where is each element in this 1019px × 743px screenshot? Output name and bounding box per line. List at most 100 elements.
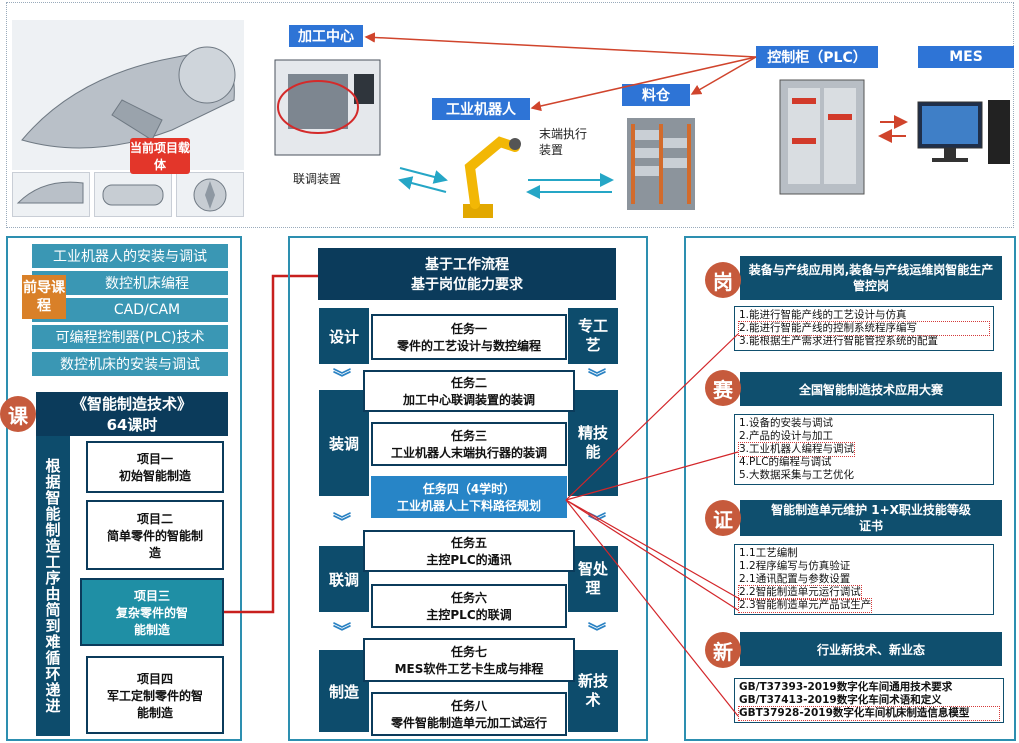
right-panel: [684, 236, 1016, 741]
task-5-name: 主控PLC的通讯: [426, 553, 512, 567]
contest-item-4: 4.PLC的编程与调试: [739, 456, 832, 468]
chevron-down-icon: ︾: [588, 622, 606, 643]
contest-item-3: 3.工业机器人编程与调试: [737, 442, 856, 457]
cert-item-3: 2.1通讯配置与参数设置: [739, 573, 851, 585]
mes-computer-image: [912, 92, 1016, 180]
project-4-name: 军工定制零件的智能制造: [106, 688, 203, 720]
project-4-title: 项目四: [136, 671, 173, 686]
workflow-header-line1: 基于工作流程: [425, 257, 509, 273]
new-tech-item-2: GB/T37413-2019数字化车间术语和定义: [739, 694, 942, 706]
task-4-title: 任务四（4学时）: [422, 482, 516, 496]
contest-item-2: 2.产品的设计与加工: [739, 430, 834, 442]
task-8-title: 任务八: [450, 699, 487, 713]
contest-items: 1.设备的安装与调试 2.产品的设计与加工 3.工业机器人编程与调试 4.PLC…: [734, 414, 994, 485]
task-7-title: 任务七: [450, 645, 487, 659]
carrier-part-image-2: [94, 172, 172, 217]
task-6-name: 主控PLC的联调: [426, 608, 512, 622]
prereq-course-4: 可编程控制器(PLC)技术: [32, 325, 228, 349]
workflow-header: 基于工作流程 基于岗位能力要求: [318, 248, 616, 300]
cert-item-1: 1.1工艺编制: [739, 547, 798, 559]
project-1-title: 项目一: [136, 452, 173, 466]
task-5-title: 任务五: [450, 536, 487, 550]
progression-text: 根据智能制造工序由简到难循环递进: [43, 458, 62, 714]
label-plc-cabinet: 控制柜（PLC）: [756, 46, 878, 68]
new-tech-item-3: GBT37928-2019数字化车间机床制造信息模型: [738, 706, 1000, 721]
task-4: 任务四（4学时） 工业机器人上下料路径规划: [371, 476, 567, 518]
project-4: 项目四 军工定制零件的智能制造: [86, 656, 224, 734]
task-3-title: 任务三: [450, 429, 487, 443]
skill-process: 专工艺: [568, 308, 618, 364]
task-7-name: MES软件工艺卡生成与排程: [394, 662, 544, 676]
new-tech-section-title: 行业新技术、新业态: [816, 642, 925, 657]
job-item-1: 1.能进行智能产线的工艺设计与仿真: [739, 309, 907, 321]
label-material-bin: 料仓: [622, 84, 690, 106]
project-3-name: 复杂零件的智能制造: [115, 605, 188, 637]
job-items: 1.能进行智能产线的工艺设计与仿真 2.能进行智能产线的控制系统程序编写 3.能…: [734, 306, 994, 351]
cert-items: 1.1工艺编制 1.2程序编写与仿真验证 2.1通讯配置与参数设置 2.2智能制…: [734, 544, 994, 615]
task-2: 任务二 加工中心联调装置的装调: [363, 370, 575, 412]
job-badge: 岗: [705, 262, 741, 298]
chevron-down-icon: ︾: [333, 512, 351, 533]
contest-section-header: 全国智能制造技术应用大赛: [740, 372, 1002, 406]
carrier-part-image-1: [12, 172, 90, 217]
new-tech-item-1: GB/T37393-2019数字化车间通用技术要求: [739, 681, 953, 693]
project-1-name: 初始智能制造: [118, 469, 191, 483]
job-section-title: 装备与产线应用岗,装备与产线运维岗智能生产管控岗: [748, 263, 994, 293]
task-6: 任务六 主控PLC的联调: [371, 584, 567, 628]
prereq-course-1: 工业机器人的安装与调试: [32, 244, 228, 268]
task-6-title: 任务六: [450, 591, 487, 605]
task-1-name: 零件的工艺设计与数控编程: [396, 339, 541, 353]
production-line-overview: [6, 2, 1014, 228]
project-1: 项目一 初始智能制造: [86, 441, 224, 493]
project-3-title: 项目三: [133, 588, 170, 603]
contest-section-title: 全国智能制造技术应用大赛: [798, 382, 943, 397]
task-1: 任务一 零件的工艺设计与数控编程: [371, 314, 567, 360]
cert-item-2: 1.2程序编写与仿真验证: [739, 560, 851, 572]
prereq-course-5: 数控机床的安装与调试: [32, 352, 228, 376]
task-8-name: 零件智能制造单元加工试运行: [390, 716, 547, 730]
current-carrier-badge: 当前项目载体: [130, 138, 190, 174]
left-panel: [6, 236, 242, 741]
task-3-name: 工业机器人末端执行器的装调: [390, 446, 547, 460]
chevron-down-icon: ︾: [333, 622, 351, 643]
project-2: 项目二 简单零件的智能制造: [86, 500, 224, 570]
task-8: 任务八 零件智能制造单元加工试运行: [371, 692, 567, 736]
course-hours: 64课时: [106, 416, 158, 434]
project-2-name: 简单零件的智能制造: [106, 528, 203, 560]
task-2-name: 加工中心联调装置的装调: [402, 393, 535, 407]
task-3: 任务三 工业机器人末端执行器的装调: [371, 422, 567, 466]
cert-item-4: 2.2智能制造单元运行调试: [738, 585, 862, 600]
carrier-part-image-3: [176, 172, 244, 217]
label-mes: MES: [918, 46, 1014, 68]
plc-cabinet-image: [778, 78, 866, 196]
robot-image: [445, 122, 525, 220]
course-badge: 课: [0, 396, 36, 432]
course-title-box: 《智能制造技术》 64课时: [36, 392, 228, 436]
label-industrial-robot: 工业机器人: [432, 98, 530, 120]
cert-section-title: 智能制造单元维护 1+X职业技能等级证书: [771, 503, 971, 533]
caption-fixture: 联调装置: [293, 172, 342, 186]
cert-item-5: 2.3智能制造单元产品试生产: [737, 598, 873, 613]
workflow-header-line2: 基于岗位能力要求: [411, 277, 523, 293]
label-machining-center: 加工中心: [289, 25, 363, 47]
stage-assembly: 装调: [319, 390, 369, 496]
progression-label: 根据智能制造工序由简到难循环递进: [36, 436, 70, 736]
top-connector-arrows: [364, 32, 908, 199]
material-bin-image: [627, 118, 695, 210]
task-7: 任务七 MES软件工艺卡生成与排程: [363, 638, 575, 682]
task-1-title: 任务一: [450, 322, 487, 336]
skill-intelligent: 智处理: [568, 546, 618, 612]
contest-item-5: 5.大数据采集与工艺优化: [739, 469, 855, 481]
chevron-down-icon: ︾: [588, 368, 606, 389]
course-title: 《智能制造技术》: [71, 395, 192, 413]
new-tech-badge: 新: [705, 632, 741, 668]
contest-badge: 赛: [705, 370, 741, 406]
stage-manufacturing: 制造: [319, 650, 369, 732]
prereq-tag: 前导课程: [22, 275, 66, 319]
stage-design: 设计: [319, 308, 369, 364]
contest-item-1: 1.设备的安装与调试: [739, 417, 834, 429]
project-2-title: 项目二: [136, 511, 173, 526]
task-5: 任务五 主控PLC的通讯: [363, 530, 575, 572]
